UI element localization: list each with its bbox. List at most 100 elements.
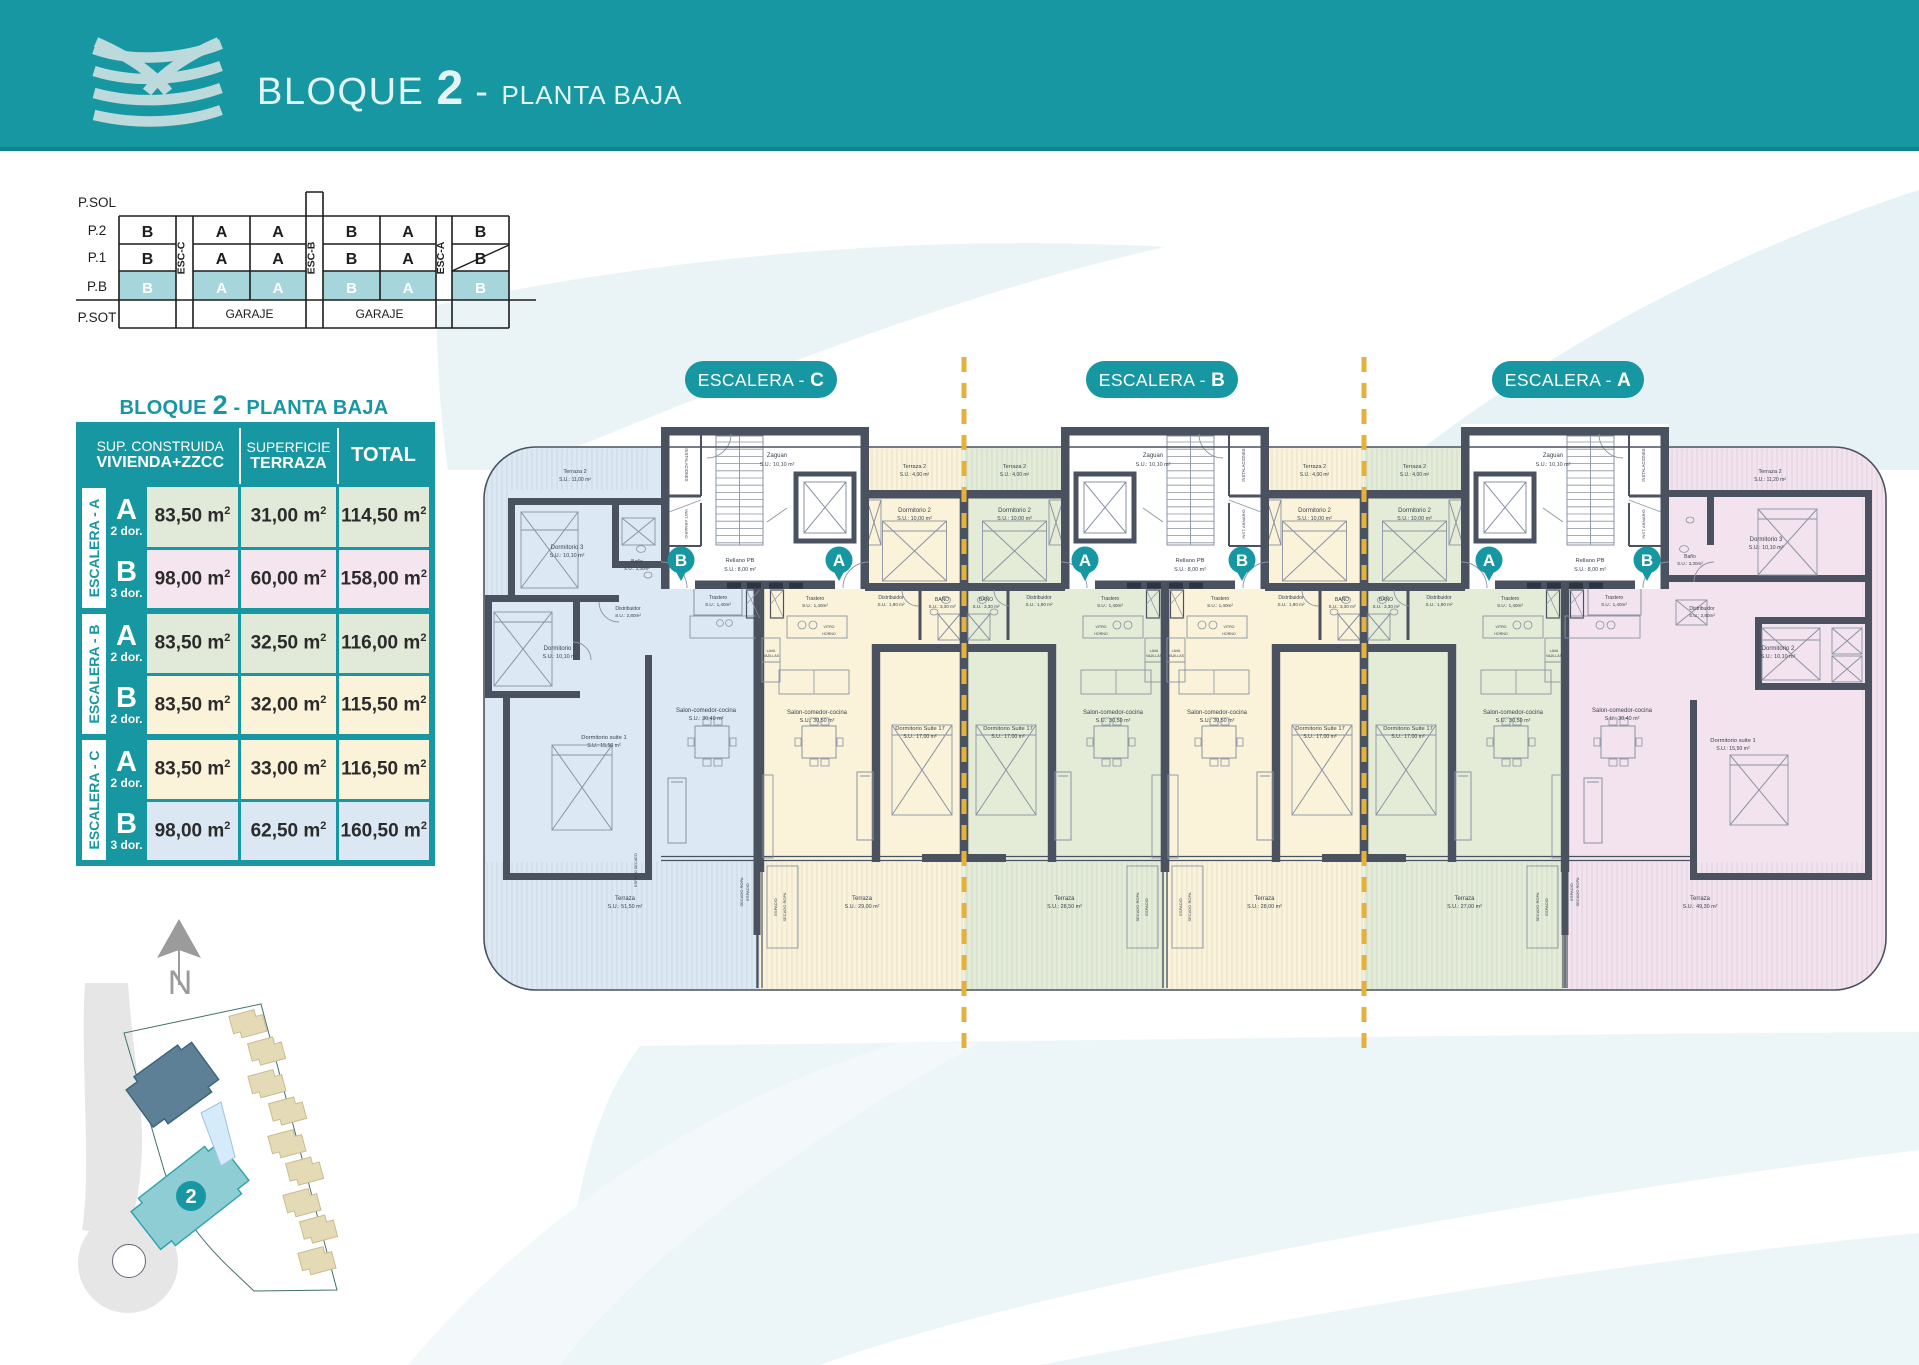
svg-text:Trastero: Trastero (1101, 596, 1120, 602)
svg-text:S.U.: 4,00 m²: S.U.: 4,00 m² (900, 472, 930, 478)
svg-text:Trastero: Trastero (1211, 596, 1230, 602)
svg-text:GARAJE: GARAJE (225, 307, 273, 321)
svg-text:ESCALERA - B: ESCALERA - B (1099, 370, 1225, 391)
svg-text:B: B (346, 224, 358, 241)
svg-text:Dormitorio suite 1: Dormitorio suite 1 (1710, 738, 1755, 744)
svg-text:Dormitorio 2: Dormitorio 2 (1398, 508, 1431, 514)
svg-text:B: B (142, 224, 154, 241)
svg-text:B: B (1641, 551, 1653, 570)
svg-text:Zaguan: Zaguan (767, 453, 787, 459)
svg-text:S.U.: 30,40 m²: S.U.: 30,40 m² (689, 716, 724, 722)
svg-text:S.U.: 30,50 m²: S.U.: 30,50 m² (1200, 718, 1235, 724)
svg-text:VAJILLAS: VAJILLAS (763, 654, 780, 658)
svg-text:B: B (475, 280, 486, 297)
svg-text:S.U.: 2,80m²: S.U.: 2,80m² (615, 613, 641, 618)
svg-text:B: B (142, 280, 153, 297)
svg-text:Baño: Baño (1684, 554, 1696, 560)
svg-text:Salon-comedor-cocina: Salon-comedor-cocina (676, 708, 737, 714)
svg-text:S.U.: 28,50 m²: S.U.: 28,50 m² (1047, 904, 1082, 910)
svg-text:Zaguan: Zaguan (1543, 453, 1563, 459)
svg-text:P.2: P.2 (88, 223, 107, 238)
svg-text:Salon-comedor-cocina: Salon-comedor-cocina (1083, 710, 1144, 716)
svg-text:Salon-comedor-cocina: Salon-comedor-cocina (787, 710, 848, 716)
svg-text:Terraza 2: Terraza 2 (903, 464, 926, 470)
svg-text:Terraza 2: Terraza 2 (1758, 469, 1781, 475)
svg-text:HORNO: HORNO (1094, 632, 1108, 636)
svg-text:LAVA: LAVA (767, 649, 776, 653)
svg-text:SECADO ROPA: SECADO ROPA (1535, 892, 1540, 921)
svg-text:Terraza 2: Terraza 2 (563, 469, 586, 475)
svg-text:SECADO ROPA: SECADO ROPA (782, 892, 787, 921)
svg-text:VAJILLAS: VAJILLAS (1146, 654, 1163, 658)
svg-text:S.U.: 1,40m²: S.U.: 1,40m² (802, 603, 828, 608)
svg-text:S.U.: 3,30 m²: S.U.: 3,30 m² (972, 604, 1000, 609)
svg-text:S.U.: 1,90 m²: S.U.: 1,90 m² (1025, 602, 1053, 607)
svg-text:S.U.: 1,40m²: S.U.: 1,40m² (1097, 603, 1123, 608)
svg-text:S.U.: 4,00 m²: S.U.: 4,00 m² (1400, 472, 1430, 478)
svg-text:S.U.: 1,90 m²: S.U.: 1,90 m² (1425, 602, 1453, 607)
svg-text:B: B (142, 251, 154, 268)
svg-text:ESCALERA - C: ESCALERA - C (698, 370, 824, 391)
svg-text:Dormitorio Suite 17: Dormitorio Suite 17 (1295, 726, 1345, 732)
svg-text:Dormitorio Suite 17: Dormitorio Suite 17 (1383, 726, 1433, 732)
svg-text:B: B (346, 251, 358, 268)
svg-text:S.U.: 10,10 m²: S.U.: 10,10 m² (550, 553, 585, 559)
svg-text:Distribuidor: Distribuidor (615, 606, 641, 612)
svg-text:INSTALACIONES: INSTALACIONES (684, 448, 689, 481)
svg-text:S.U.: 1,40m²: S.U.: 1,40m² (1207, 603, 1233, 608)
svg-text:B: B (346, 280, 357, 297)
svg-text:ESPACIO: ESPACIO (1544, 898, 1549, 916)
svg-text:P.SOT: P.SOT (78, 310, 117, 325)
svg-text:VAJILLAS: VAJILLAS (1168, 654, 1185, 658)
svg-text:A: A (272, 224, 284, 241)
svg-text:S.U.: 4,00 m²: S.U.: 4,00 m² (1300, 472, 1330, 478)
svg-text:S.U.: 17,00 m²: S.U.: 17,00 m² (1303, 734, 1337, 740)
svg-text:LAVA: LAVA (1172, 649, 1181, 653)
svg-text:S.U.: 1,90 m²: S.U.: 1,90 m² (877, 602, 905, 607)
svg-text:ESPACIO: ESPACIO (1178, 898, 1183, 916)
svg-text:S.U.: 1,40m²: S.U.: 1,40m² (1497, 603, 1523, 608)
svg-text:S.U.: 10,00 m²: S.U.: 10,00 m² (997, 516, 1032, 522)
svg-text:S.U.: 17,00 m²: S.U.: 17,00 m² (903, 734, 937, 740)
svg-text:ESPACIO SECADO: ESPACIO SECADO (634, 853, 638, 887)
svg-text:ESC-B: ESC-B (306, 241, 318, 274)
svg-text:S.U.: 2,80m²: S.U.: 2,80m² (1689, 613, 1715, 618)
svg-text:B: B (475, 224, 487, 241)
svg-text:S.U.: 11,00 m²: S.U.: 11,00 m² (559, 477, 591, 483)
svg-text:S.U.: 28,00 m²: S.U.: 28,00 m² (1247, 904, 1282, 910)
svg-text:P.B: P.B (87, 279, 107, 294)
svg-text:A: A (216, 224, 228, 241)
svg-text:SECADO ROPA: SECADO ROPA (1135, 892, 1140, 921)
svg-text:Trastero: Trastero (1605, 595, 1624, 601)
svg-text:Distribuidor: Distribuidor (878, 595, 904, 601)
svg-text:S.U.: 8,00 m²: S.U.: 8,00 m² (1574, 567, 1606, 573)
svg-text:Terraza: Terraza (1454, 896, 1475, 902)
svg-text:HORNO: HORNO (1222, 632, 1236, 636)
svg-text:Rellano PB: Rellano PB (1175, 558, 1204, 564)
svg-text:Terraza: Terraza (615, 896, 636, 902)
svg-text:Salon-comedor-cocina: Salon-comedor-cocina (1187, 710, 1248, 716)
svg-text:Terraza 2: Terraza 2 (1403, 464, 1426, 470)
svg-text:VITRO: VITRO (824, 625, 835, 629)
svg-text:SECADO ROPA: SECADO ROPA (1575, 877, 1580, 906)
svg-text:S.U.: 3,30 m²: S.U.: 3,30 m² (1372, 604, 1400, 609)
svg-text:A: A (273, 280, 284, 297)
svg-text:S.U.: 10,00 m²: S.U.: 10,00 m² (1397, 516, 1432, 522)
svg-text:LAVA: LAVA (1150, 649, 1159, 653)
svg-text:Terraza 2: Terraza 2 (1003, 464, 1026, 470)
svg-text:S.U.: 10,10 m²: S.U.: 10,10 m² (543, 654, 578, 660)
svg-text:S.U.: 10,10 m²: S.U.: 10,10 m² (1749, 545, 1784, 551)
svg-text:SECADO ROPA: SECADO ROPA (1187, 892, 1192, 921)
svg-text:Rellano PB: Rellano PB (1575, 558, 1604, 564)
svg-text:BAÑO: BAÑO (979, 596, 993, 603)
svg-text:A: A (1483, 551, 1495, 570)
svg-text:S.U.: 17,00 m²: S.U.: 17,00 m² (991, 734, 1025, 740)
svg-text:S.U.: 10,10 m²: S.U.: 10,10 m² (1536, 462, 1571, 468)
svg-text:A: A (1079, 551, 1091, 570)
svg-text:2: 2 (185, 1186, 196, 1208)
svg-text:S.U.: 15,50 m²: S.U.: 15,50 m² (587, 743, 621, 749)
svg-text:S.U.: 30,50 m²: S.U.: 30,50 m² (1096, 718, 1131, 724)
svg-text:INST. ARMARIO: INST. ARMARIO (1241, 509, 1246, 538)
svg-text:Dormitorio Suite 17: Dormitorio Suite 17 (983, 726, 1033, 732)
svg-text:S.U.: 3,30m²: S.U.: 3,30m² (1677, 561, 1703, 566)
